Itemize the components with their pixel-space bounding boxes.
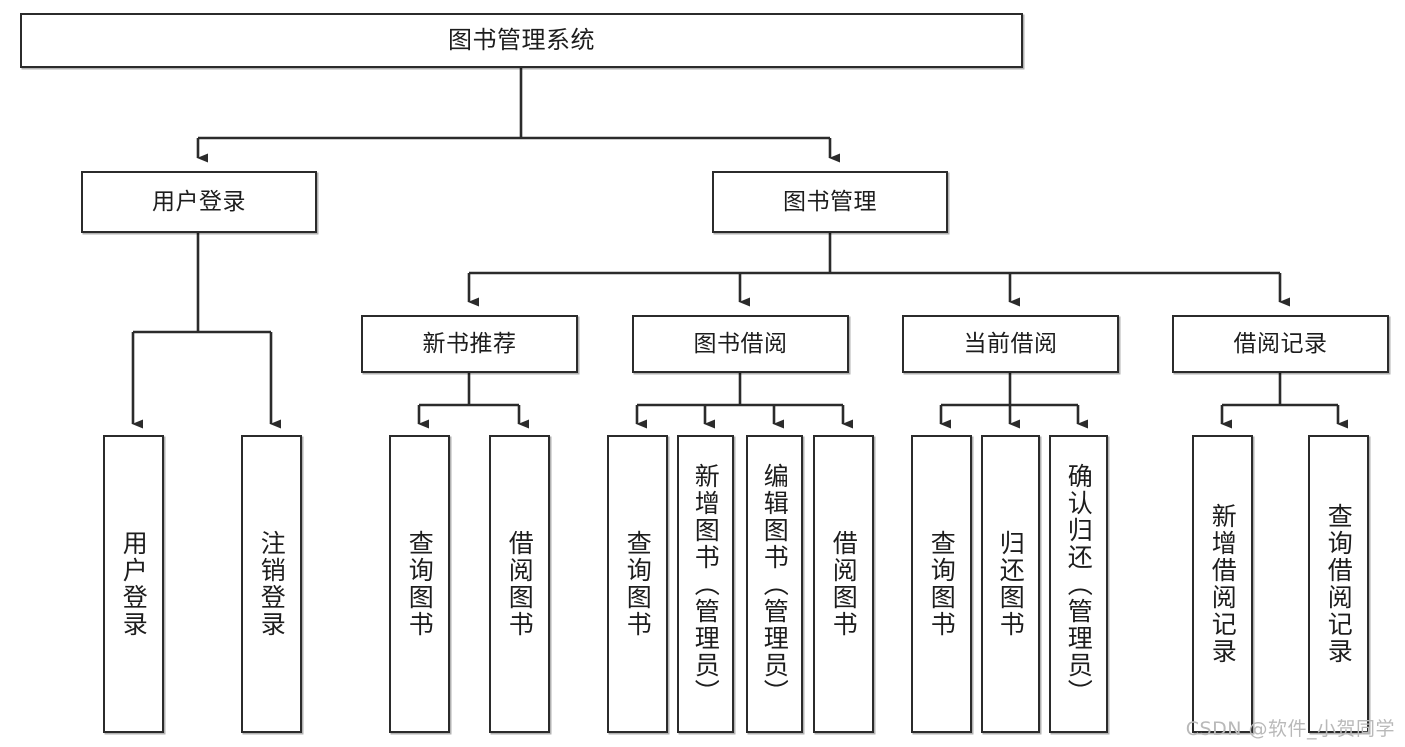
node-leaf-edit-book-label: 编辑图书（管理员）: [760, 462, 790, 706]
node-current-borrow[interactable]: 当前借阅: [902, 315, 1119, 373]
node-leaf-query-book-1[interactable]: 查询图书: [389, 435, 450, 733]
node-leaf-add-record-label: 新增借阅记录: [1208, 503, 1238, 665]
node-leaf-confirm-return[interactable]: 确认归还（管理员）: [1049, 435, 1108, 733]
node-root[interactable]: 图书管理系统: [20, 13, 1023, 68]
node-leaf-query-book-2[interactable]: 查询图书: [607, 435, 668, 733]
node-leaf-return-book-label: 归还图书: [996, 530, 1026, 638]
node-leaf-query-book-3[interactable]: 查询图书: [911, 435, 972, 733]
node-leaf-logout-login-label: 注销登录: [257, 530, 287, 638]
node-leaf-user-login-label: 用户登录: [119, 530, 149, 638]
node-book-management[interactable]: 图书管理: [712, 171, 948, 233]
node-leaf-return-book[interactable]: 归还图书: [981, 435, 1040, 733]
node-user-login-label: 用户登录: [152, 188, 246, 215]
node-leaf-borrow-book-2-label: 借阅图书: [829, 530, 859, 638]
node-leaf-confirm-return-label: 确认归还（管理员）: [1064, 462, 1094, 706]
node-borrow-record[interactable]: 借阅记录: [1172, 315, 1389, 373]
node-leaf-logout-login[interactable]: 注销登录: [241, 435, 302, 733]
node-leaf-borrow-book-1[interactable]: 借阅图书: [489, 435, 550, 733]
node-leaf-query-record[interactable]: 查询借阅记录: [1308, 435, 1369, 733]
node-root-label: 图书管理系统: [448, 25, 595, 54]
node-book-borrow[interactable]: 图书借阅: [632, 315, 849, 373]
node-book-management-label: 图书管理: [783, 188, 877, 215]
node-leaf-query-book-2-label: 查询图书: [623, 530, 653, 638]
node-leaf-borrow-book-1-label: 借阅图书: [505, 530, 535, 638]
node-leaf-query-book-3-label: 查询图书: [927, 530, 957, 638]
node-leaf-add-record[interactable]: 新增借阅记录: [1192, 435, 1253, 733]
node-leaf-user-login[interactable]: 用户登录: [103, 435, 164, 733]
node-borrow-record-label: 借阅记录: [1233, 330, 1328, 357]
node-leaf-borrow-book-2[interactable]: 借阅图书: [813, 435, 874, 733]
node-leaf-query-record-label: 查询借阅记录: [1324, 503, 1354, 665]
node-leaf-query-book-1-label: 查询图书: [405, 530, 435, 638]
node-leaf-add-book-label: 新增图书（管理员）: [691, 462, 721, 706]
node-leaf-add-book[interactable]: 新增图书（管理员）: [677, 435, 734, 733]
node-new-book-recommend[interactable]: 新书推荐: [361, 315, 578, 373]
watermark: CSDN @软件_小贺同学: [1185, 718, 1395, 740]
node-book-borrow-label: 图书借阅: [693, 330, 788, 357]
node-current-borrow-label: 当前借阅: [963, 330, 1058, 357]
node-leaf-edit-book[interactable]: 编辑图书（管理员）: [746, 435, 803, 733]
node-user-login[interactable]: 用户登录: [81, 171, 317, 233]
node-new-book-recommend-label: 新书推荐: [422, 330, 517, 357]
